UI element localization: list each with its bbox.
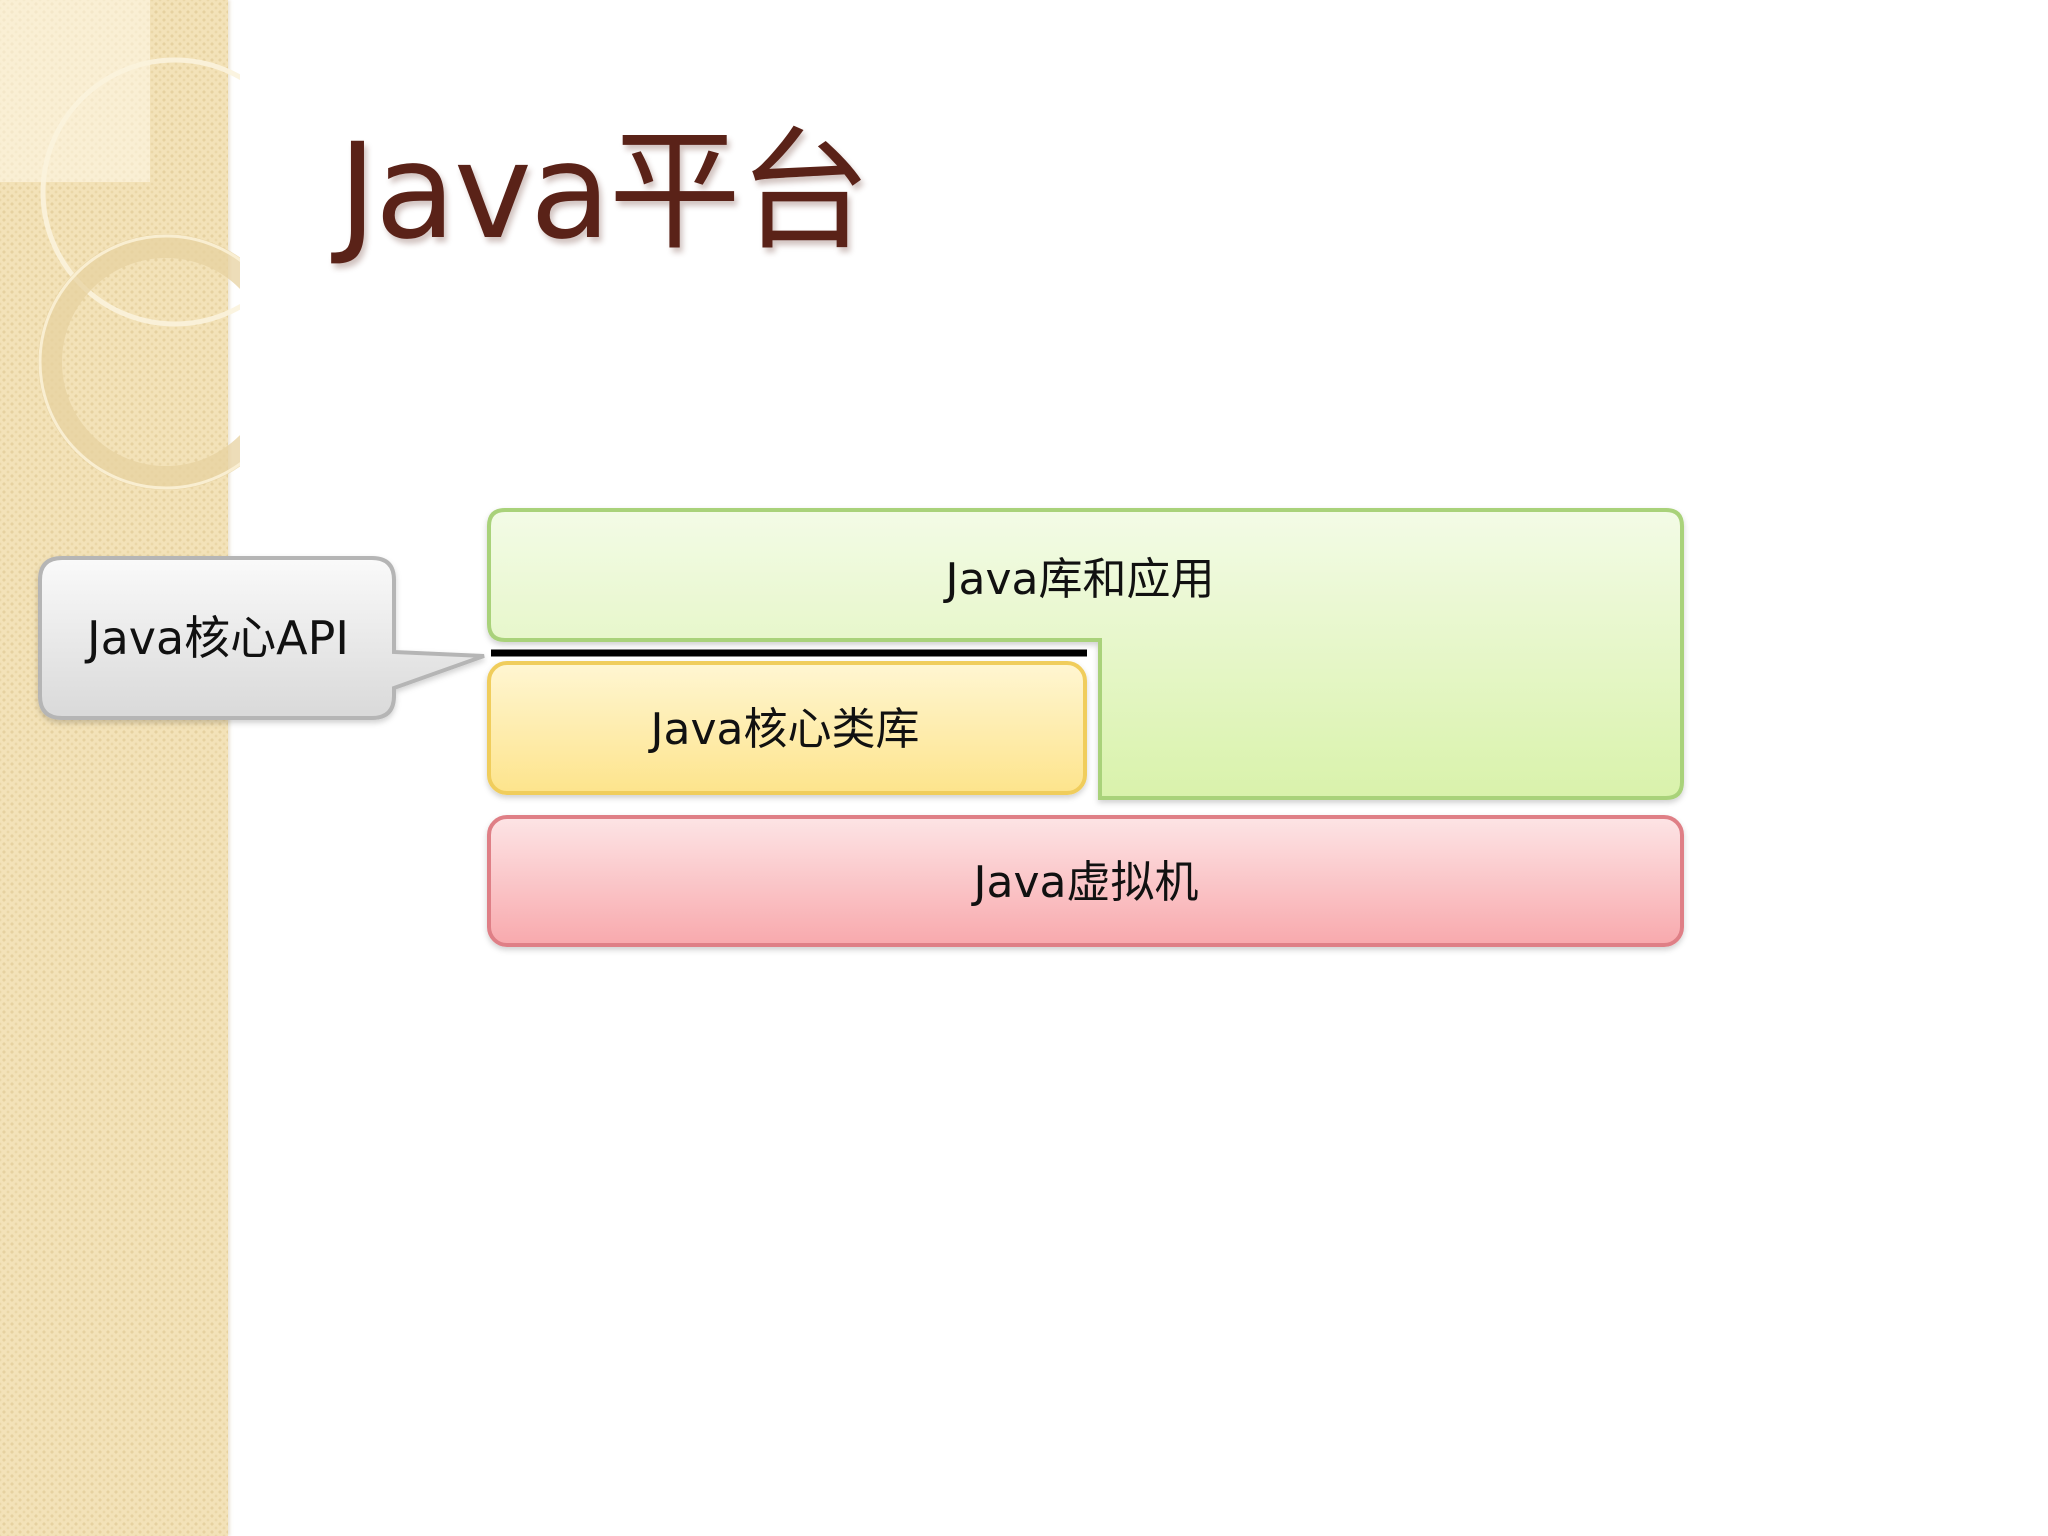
core-library-label: Java核心类库 xyxy=(650,704,920,755)
jvm-block xyxy=(487,815,1684,947)
core-library-block xyxy=(487,661,1087,795)
slide-title: Java平台 xyxy=(338,115,871,269)
decorative-rings xyxy=(38,57,240,490)
jvm-label: Java虚拟机 xyxy=(973,857,1199,908)
libraries-apps-block xyxy=(487,508,1684,800)
libraries-apps-label: Java库和应用 xyxy=(945,554,1215,605)
api-callout-label: Java核心API xyxy=(87,611,349,665)
decorative-corner-panel xyxy=(0,0,150,182)
api-callout-bubble xyxy=(38,556,485,720)
decorative-ring-large xyxy=(40,57,240,327)
decorative-ring-medium xyxy=(38,234,240,490)
decorative-ring-outline xyxy=(38,234,240,490)
